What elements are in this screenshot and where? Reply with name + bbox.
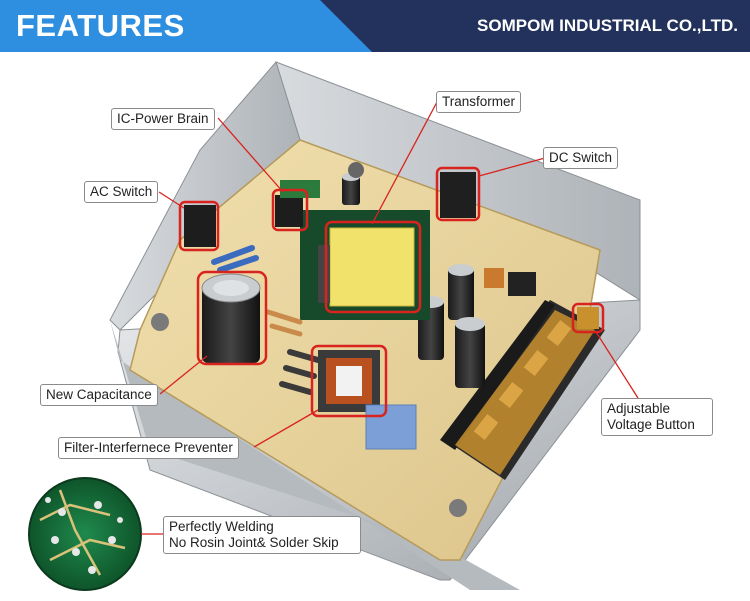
callout-adjustable-voltage: Adjustable Voltage Button	[601, 398, 713, 436]
terminal-block	[440, 300, 605, 480]
main-capacitor	[201, 273, 261, 363]
callout-filter-preventer: Filter-Interfernece Preventer	[58, 437, 239, 459]
welding-line-2: No Rosin Joint& Solder Skip	[169, 535, 339, 550]
power-supply-photo	[28, 60, 641, 591]
small-components	[151, 162, 599, 517]
adjustable-line-1: Adjustable	[607, 401, 671, 416]
header-bar: FEATURES SOMPOM INDUSTRIAL CO.,LTD.	[0, 0, 750, 52]
callout-transformer: Transformer	[436, 91, 522, 113]
transformer-component	[300, 210, 430, 320]
welding-line-1: Perfectly Welding	[169, 519, 274, 534]
callout-lines	[141, 101, 639, 535]
callout-perfect-welding: Perfectly Welding No Rosin Joint& Solder…	[163, 516, 361, 554]
callout-ic-power-brain: IC-Power Brain	[111, 108, 215, 130]
features-tab	[0, 0, 372, 52]
filter-inductor	[318, 350, 380, 412]
x-capacitor	[365, 404, 417, 450]
features-title: FEATURES	[16, 8, 185, 43]
adjustable-line-2: Voltage Button	[607, 417, 695, 432]
callout-new-capacitance: New Capacitance	[40, 384, 158, 406]
solder-zoom-circle	[28, 477, 142, 591]
callout-dc-switch: DC Switch	[543, 147, 619, 169]
callout-ac-switch: AC Switch	[84, 181, 159, 203]
company-name: SOMPOM INDUSTRIAL CO.,LTD.	[477, 16, 738, 35]
